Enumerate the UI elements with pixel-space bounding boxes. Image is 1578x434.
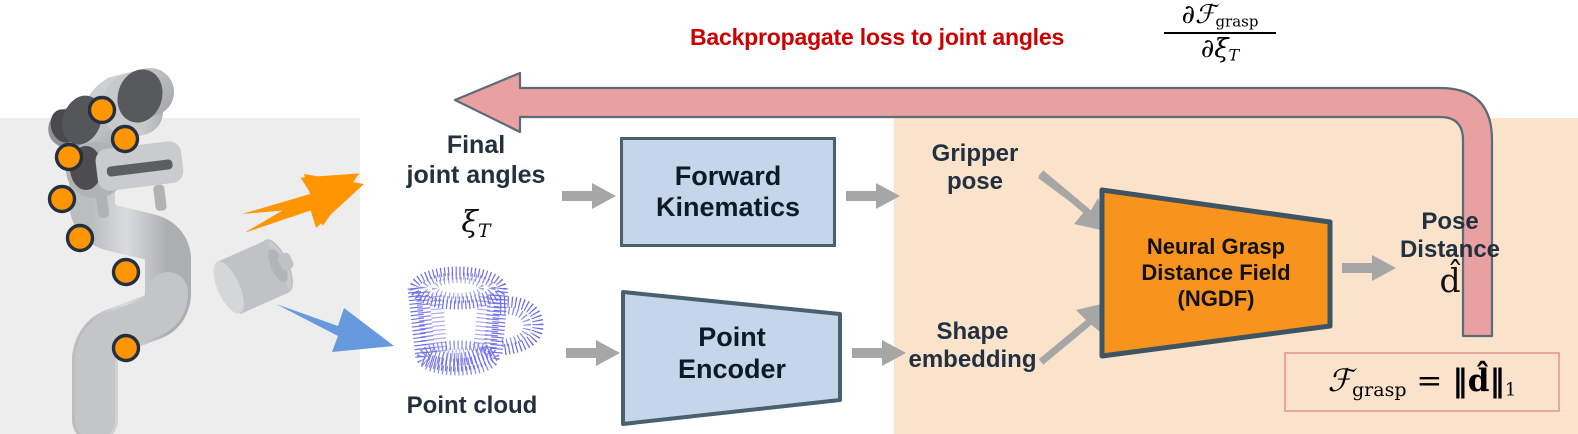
blue-pointer-arrow: [276, 304, 394, 352]
pose-distance-line1: Pose: [1421, 208, 1479, 235]
backprop-headline-text: Backpropagate loss to joint angles: [690, 24, 1065, 50]
flow-arrow-to-pose-distance: [1342, 255, 1396, 281]
ngdf-block[interactable]: [1096, 186, 1336, 360]
point-cloud-label: Point cloud: [406, 392, 538, 419]
shape-embedding-line1: Shape: [936, 318, 1009, 345]
point-encoder-block[interactable]: [618, 278, 846, 430]
pose-distance-label: Pose Distance: [1372, 208, 1528, 265]
orange-pointer-arrow: [242, 173, 364, 232]
xi-symbol: ξ: [461, 205, 478, 240]
d-hat-symbol: d̂: [1439, 261, 1461, 300]
gradient-numerator-subscript: grasp: [1215, 12, 1259, 31]
final-joint-angles-label: Final joint angles: [378, 131, 574, 190]
gripper-pose-line2: pose: [946, 168, 1003, 196]
gripper-pose-line1: Gripper: [931, 140, 1019, 167]
fraction-bar: [1164, 32, 1276, 35]
forward-kinematics-line1: Forward: [674, 160, 782, 191]
formula-rhs-subscript: 1: [1504, 379, 1517, 401]
flow-arrow-to-forward-kinematics: [562, 183, 616, 209]
formula-lhs-subscript: grasp: [1352, 378, 1407, 401]
gradient-denominator: ∂ξ: [1200, 34, 1229, 65]
xi-T-symbol: ξT: [378, 205, 574, 242]
formula-equals: =: [1406, 363, 1453, 400]
flow-arrow-to-shape-embedding: [852, 340, 906, 366]
formula-lhs: ℱ: [1327, 363, 1353, 400]
shape-embedding-line2: embedding: [908, 346, 1037, 374]
pose-distance-line2: Distance: [1399, 236, 1501, 264]
gradient-numerator: ∂ℱ: [1181, 0, 1216, 30]
forward-kinematics-line2: Kinematics: [655, 192, 801, 222]
robot-arm-illustration: [47, 68, 294, 434]
flow-arrow-to-gripper-pose: [846, 183, 900, 209]
gripper-pose-label: Gripper pose: [900, 140, 1050, 197]
final-joint-angles-line2: joint angles: [406, 160, 546, 189]
grasp-loss-formula-box: ℱgrasp = ‖d̂‖1: [1284, 352, 1560, 412]
formula-rhs: ‖d̂‖: [1452, 363, 1505, 400]
mug-object: [213, 239, 294, 314]
final-joint-angles-line1: Final: [446, 131, 506, 159]
diagonal-arrow-gripper-to-ngdf: [1038, 170, 1110, 232]
xi-subscript: T: [477, 219, 491, 242]
flow-arrow-to-point-encoder: [566, 340, 620, 366]
shape-embedding-label: Shape embedding: [880, 318, 1065, 375]
gradient-fraction: ∂ℱgrasp ∂ξT: [1160, 0, 1280, 65]
forward-kinematics-block[interactable]: Forward Kinematics: [620, 137, 836, 247]
point-cloud-mug: [407, 266, 544, 376]
gradient-denominator-subscript: T: [1228, 45, 1240, 65]
